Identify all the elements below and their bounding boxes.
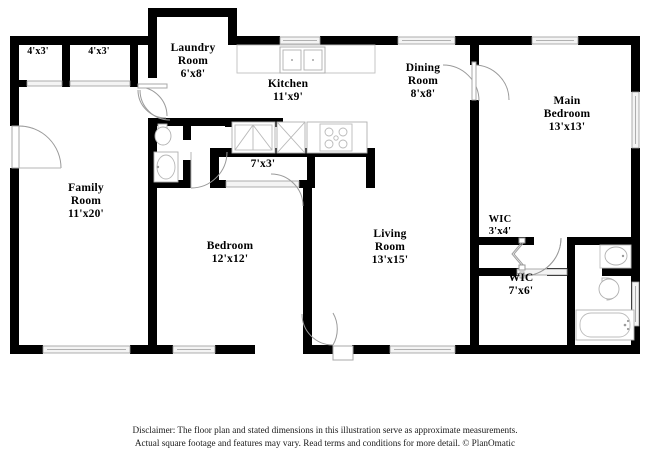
room-label-wic-7x6: WIC 7'x6' (508, 272, 534, 297)
room-label-bedroom: Bedroom 12'x12' (206, 240, 254, 265)
fixtures (153, 44, 635, 341)
doors (11, 61, 562, 361)
main-bath-toilet-shape (598, 277, 620, 301)
refrigerator-shape (231, 121, 276, 154)
room-label-closet-4x3-b: 4'x3' (88, 46, 110, 57)
room-label-kitchen: Kitchen 11'x9' (267, 78, 309, 103)
main-bath-sink-shape (599, 244, 632, 269)
disclaimer: Disclaimer: The floor plan and stated di… (0, 424, 650, 451)
half-bath-sink-shape (153, 151, 179, 183)
room-label-living-room: Living Room 13'x15' (371, 228, 409, 266)
disclaimer-line-1: Disclaimer: The floor plan and stated di… (132, 425, 518, 435)
room-label-dining-room: Dining Room 8'x8' (405, 62, 441, 100)
room-label-closet-4x3-a: 4'x3' (27, 46, 49, 57)
kitchen-range-shape (306, 121, 368, 154)
kitchen-sink-shape (279, 46, 326, 74)
dishwasher-shape (276, 121, 306, 154)
room-label-family-room: Family Room 11'x20' (68, 182, 104, 220)
windows (26, 36, 640, 354)
room-label-main-bedroom: Main Bedroom 13'x13' (543, 95, 591, 133)
room-label-wic-3x4: WIC 3'x4' (488, 214, 512, 237)
main-bath-tub-shape (575, 309, 635, 341)
disclaimer-line-2: Actual square footage and features may v… (134, 438, 516, 449)
half-bath-toilet-shape (154, 123, 172, 146)
room-label-laundry-room: Laundry Room 6'x8' (170, 42, 216, 80)
room-label-pantry-7x3: 7'x3' (250, 158, 276, 170)
